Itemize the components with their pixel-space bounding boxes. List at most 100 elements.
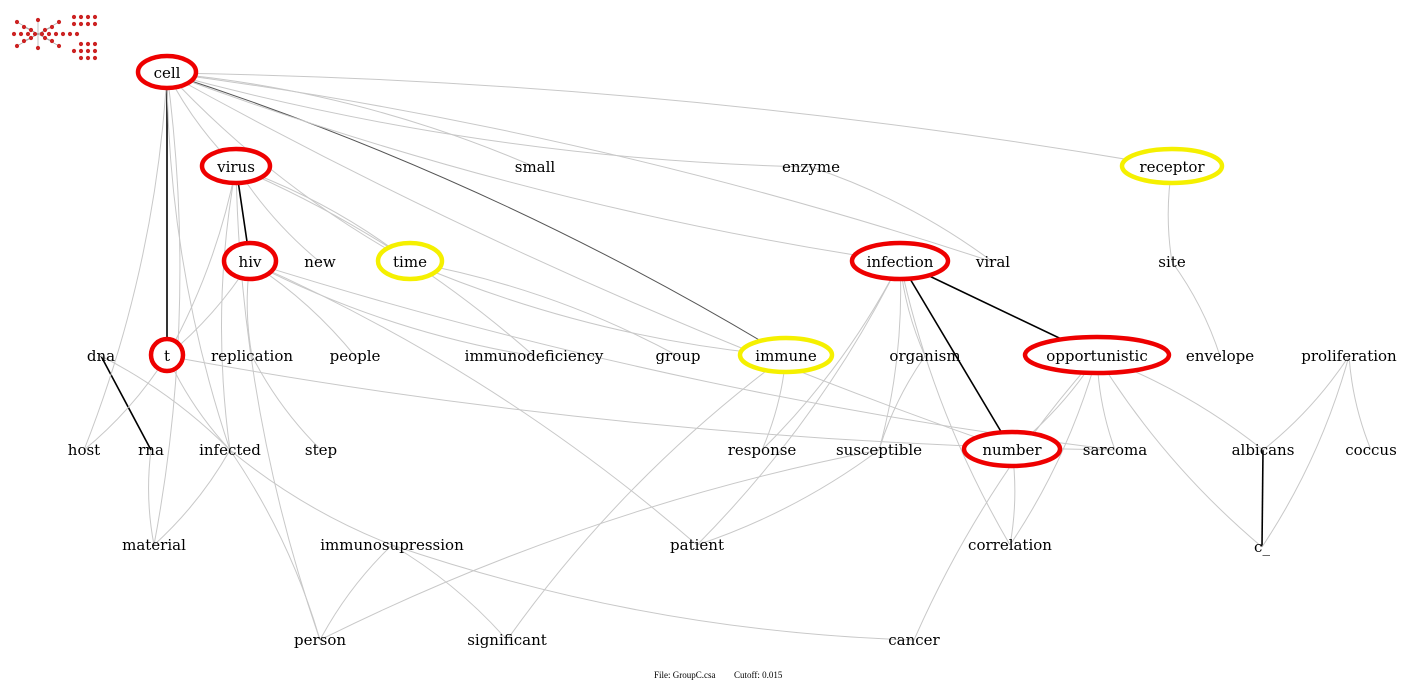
node-coccus[interactable]: coccus — [1345, 441, 1397, 459]
node-new[interactable]: new — [304, 253, 336, 271]
highlight-layer — [135, 53, 1225, 469]
node-viral[interactable]: viral — [975, 253, 1010, 271]
node-t[interactable]: t — [164, 347, 170, 365]
edge-proliferation-albicans — [1262, 355, 1350, 451]
edge-cell-number — [166, 72, 1013, 451]
edge-replication-step — [251, 355, 322, 451]
edge-opportunistic-c_ — [1096, 355, 1263, 548]
edge-time-immune — [409, 261, 787, 357]
node-rna[interactable]: rna — [138, 441, 164, 459]
node-enzyme[interactable]: enzyme — [782, 158, 840, 176]
node-envelope[interactable]: envelope — [1186, 347, 1254, 365]
edge-rna-material — [148, 449, 155, 546]
node-immunodeficiency[interactable]: immunodeficiency — [465, 347, 604, 365]
node-cell[interactable]: cell — [154, 64, 181, 82]
node-people[interactable]: people — [330, 347, 381, 365]
highlight-cell — [135, 53, 199, 91]
edge-proliferation-coccus — [1348, 355, 1372, 451]
highlight-virus — [199, 146, 273, 186]
highlight-t — [148, 336, 186, 374]
edge-proliferation-c_ — [1261, 355, 1350, 548]
edge-infection-response — [761, 261, 901, 451]
node-response[interactable]: response — [728, 441, 797, 459]
node-group[interactable]: group — [655, 347, 700, 365]
edge-enzyme-viral — [810, 166, 994, 263]
edge-hiv-immunodeficiency — [249, 261, 535, 357]
node-infected[interactable]: infected — [199, 441, 261, 459]
footer: File: GroupC.csa Cutoff: 0.015 — [654, 670, 783, 680]
node-host[interactable]: host — [68, 441, 100, 459]
node-hiv[interactable]: hiv — [239, 253, 262, 271]
node-replication[interactable]: replication — [211, 347, 293, 365]
footer-cutoff: Cutoff: 0.015 — [734, 670, 783, 680]
node-person[interactable]: person — [294, 631, 346, 649]
node-correlation[interactable]: correlation — [968, 536, 1052, 554]
edge-immune-significant — [506, 355, 787, 641]
edge-virus-person — [235, 166, 321, 641]
edge-immunosupression-significant — [391, 544, 508, 641]
edge-infection-patient — [696, 261, 901, 546]
node-sarcoma[interactable]: sarcoma — [1083, 441, 1147, 459]
edge-virus-t — [166, 166, 237, 357]
node-number[interactable]: number — [982, 441, 1042, 459]
edge-cell-infection — [166, 72, 901, 263]
edge-layer — [83, 72, 1372, 641]
edge-cell-small — [166, 72, 536, 168]
node-immunosupression[interactable]: immunosupression — [320, 536, 464, 554]
highlight-time — [375, 240, 445, 282]
node-receptor[interactable]: receptor — [1139, 158, 1205, 176]
node-albicans[interactable]: albicans — [1232, 441, 1295, 459]
edge-infected-person — [229, 449, 321, 641]
node-layer: cell virus small enzyme receptor hiv new time in… — [68, 64, 1397, 649]
network-logo-icon — [11, 14, 98, 61]
edge-albicans-c_ — [1261, 449, 1264, 548]
edge-cell-receptor — [166, 72, 1173, 168]
edge-dna-infected — [100, 355, 231, 451]
node-small[interactable]: small — [515, 158, 556, 176]
node-site[interactable]: site — [1158, 253, 1186, 271]
edge-immunosupression-cancer — [391, 544, 915, 641]
edge-immunosupression-person — [319, 544, 393, 641]
edge-hiv-patient — [249, 261, 698, 546]
node-infection[interactable]: infection — [867, 253, 934, 271]
node-immune[interactable]: immune — [755, 347, 817, 365]
edge-cell-immune — [166, 72, 787, 357]
highlight-infection — [849, 240, 951, 282]
edge-opportunistic-cancer — [913, 355, 1098, 641]
edge-organism-susceptible — [878, 355, 926, 451]
edge-cell-viral — [166, 72, 994, 263]
edge-infection-correlation — [899, 261, 1011, 546]
edge-susceptible-person — [319, 449, 880, 641]
node-dna[interactable]: dna — [87, 347, 115, 365]
edge-susceptible-patient — [696, 449, 880, 546]
edge-cell-material — [153, 72, 181, 546]
node-significant[interactable]: significant — [467, 631, 547, 649]
edge-infection-number — [899, 261, 1013, 451]
edge-opportunistic-correlation — [1009, 355, 1098, 546]
edge-site-envelope — [1171, 261, 1221, 357]
highlight-opportunistic — [1022, 334, 1172, 376]
edge-cell-enzyme — [166, 72, 812, 168]
node-c[interactable]: c_ — [1254, 538, 1270, 556]
edge-virus-infected — [221, 166, 237, 451]
edge-cell-infected — [166, 72, 231, 451]
node-time[interactable]: time — [393, 253, 427, 271]
edge-cell-time — [166, 72, 411, 263]
node-material[interactable]: material — [122, 536, 186, 554]
edge-infected-immunosupression — [229, 449, 393, 546]
highlight-hiv — [221, 240, 279, 282]
highlight-immune — [737, 335, 835, 375]
node-cancer[interactable]: cancer — [888, 631, 940, 649]
edge-cell-host — [83, 72, 168, 451]
node-patient[interactable]: patient — [670, 536, 724, 554]
node-susceptible[interactable]: susceptible — [836, 441, 922, 459]
node-proliferation[interactable]: proliferation — [1301, 347, 1397, 365]
node-opportunistic[interactable]: opportunistic — [1046, 347, 1148, 365]
footer-file: File: GroupC.csa — [654, 670, 716, 680]
highlight-number — [961, 429, 1063, 469]
edge-infected-material — [153, 449, 231, 546]
node-organism[interactable]: organism — [889, 347, 960, 365]
node-step[interactable]: step — [305, 441, 337, 459]
node-virus[interactable]: virus — [216, 158, 255, 176]
